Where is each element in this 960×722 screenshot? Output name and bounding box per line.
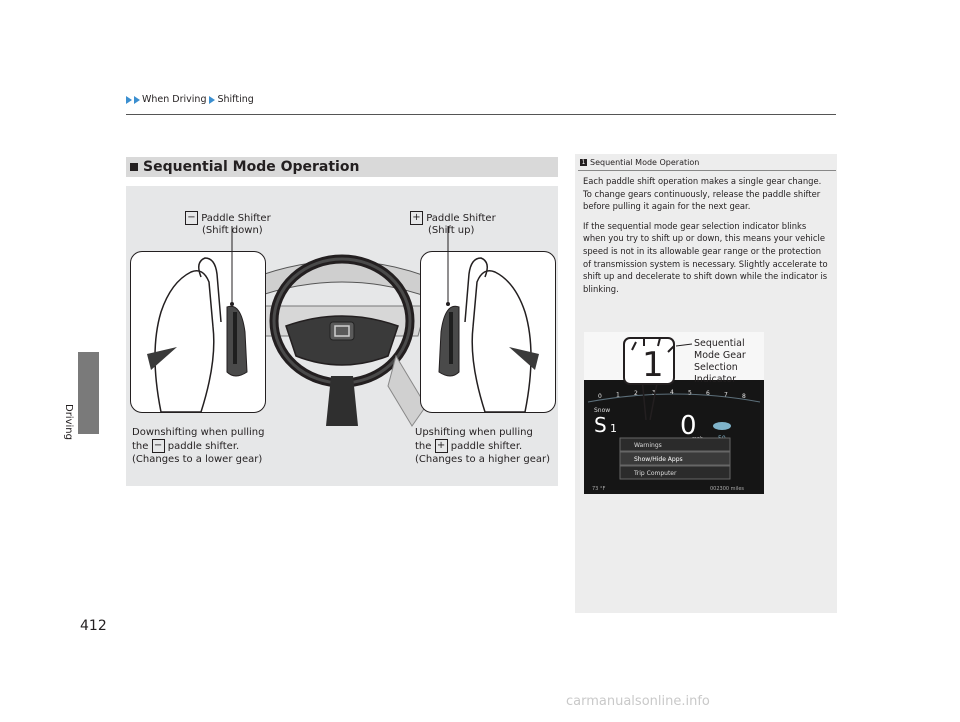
plus-key-icon: + <box>410 211 423 225</box>
steering-wheel-illustration <box>245 254 439 427</box>
breadcrumb-arrow-icon <box>209 95 216 104</box>
chapter-tab <box>78 352 99 434</box>
section-heading: Sequential Mode Operation <box>126 157 558 177</box>
note-paragraph-2: If the sequential mode gear selection in… <box>583 220 828 294</box>
breadcrumb: When Driving Shifting <box>126 94 254 105</box>
tach-tick-label: 5 <box>688 389 692 396</box>
left-callout-line1: Paddle Shifter <box>201 213 271 224</box>
breadcrumb-arrow-icon <box>126 95 132 104</box>
note-reference-icon: 1 <box>580 159 587 166</box>
tach-tick-label: 4 <box>670 389 674 396</box>
speed-value: 0 <box>680 411 697 441</box>
paddle-shifter-up-callout: + Paddle Shifter (Shift up) <box>410 211 496 237</box>
upshift-note-suffix: paddle shifter. <box>450 441 523 452</box>
section-title: Sequential Mode Operation <box>143 159 360 175</box>
heading-square-icon <box>130 163 138 171</box>
tach-tick-label: 7 <box>724 391 728 398</box>
chapter-label: Driving <box>63 404 74 440</box>
downshift-note-line3: (Changes to a lower gear) <box>132 454 263 465</box>
odometer-readout: 002300 miles <box>710 486 744 492</box>
note-title: Sequential Mode Operation <box>590 158 700 167</box>
tach-tick-label: 2 <box>634 390 638 397</box>
figure-panel: − Paddle Shifter (Shift down) + Paddle S… <box>126 186 558 486</box>
note-body: Each paddle shift operation makes a sing… <box>583 175 831 302</box>
menu-item-show-hide-apps: Show/Hide Apps <box>634 456 683 463</box>
gear-letter: S <box>594 413 607 437</box>
upshift-note: Upshifting when pulling the + paddle shi… <box>415 426 555 466</box>
left-paddle-hand-drawing <box>147 257 248 413</box>
callout-lines <box>230 226 450 306</box>
breadcrumb-when-driving[interactable]: When Driving <box>142 94 207 105</box>
breadcrumb-arrow-icon <box>134 95 140 104</box>
menu-item-trip-computer: Trip Computer <box>633 470 677 477</box>
minus-key-icon: − <box>185 211 198 225</box>
plus-key-icon: + <box>434 439 448 453</box>
tach-tick-label: 8 <box>742 393 746 400</box>
upshift-note-prefix: the <box>415 441 432 452</box>
right-callout-line2: (Shift up) <box>428 225 475 236</box>
tach-tick-label: 6 <box>706 390 710 397</box>
left-callout-line2: (Shift down) <box>202 225 263 236</box>
gear-digit-small: 1 <box>610 422 617 435</box>
upshift-note-line3: (Changes to a higher gear) <box>415 454 550 465</box>
right-paddle-hand-drawing <box>438 257 539 413</box>
right-hand-illustration <box>420 251 556 413</box>
downshift-note-prefix: the <box>132 441 149 452</box>
zoomed-gear-digit: 1 <box>642 345 664 385</box>
breadcrumb-shifting[interactable]: Shifting <box>217 94 254 105</box>
downshift-note-line1: Downshifting when pulling <box>132 427 265 438</box>
page-number: 412 <box>80 618 107 634</box>
minus-key-icon: − <box>151 439 165 453</box>
tach-tick-label: 3 <box>652 389 656 396</box>
upshift-note-line1: Upshifting when pulling <box>415 427 533 438</box>
paddle-shifter-down-callout: − Paddle Shifter (Shift down) <box>185 211 271 237</box>
watermark: carmanualsonline.info <box>566 694 710 709</box>
downshift-note-suffix: paddle shifter. <box>167 441 240 452</box>
note-paragraph-1: Each paddle shift operation makes a sing… <box>583 176 822 212</box>
left-hand-illustration <box>130 251 266 413</box>
drive-mode-text: Snow <box>594 407 610 414</box>
temperature-readout: 73 °F <box>592 486 605 492</box>
note-heading: 1 Sequential Mode Operation <box>580 158 699 167</box>
downshift-note: Downshifting when pulling the − paddle s… <box>132 426 302 466</box>
tach-tick-label: 1 <box>616 391 620 398</box>
header-rule <box>126 114 836 115</box>
indicator-label: Sequential Mode Gear Selection Indicator <box>694 338 746 385</box>
menu-item-warnings: Warnings <box>634 442 662 449</box>
note-rule <box>578 170 836 171</box>
right-callout-line1: Paddle Shifter <box>426 213 496 224</box>
tach-tick-label: 0 <box>598 393 602 400</box>
